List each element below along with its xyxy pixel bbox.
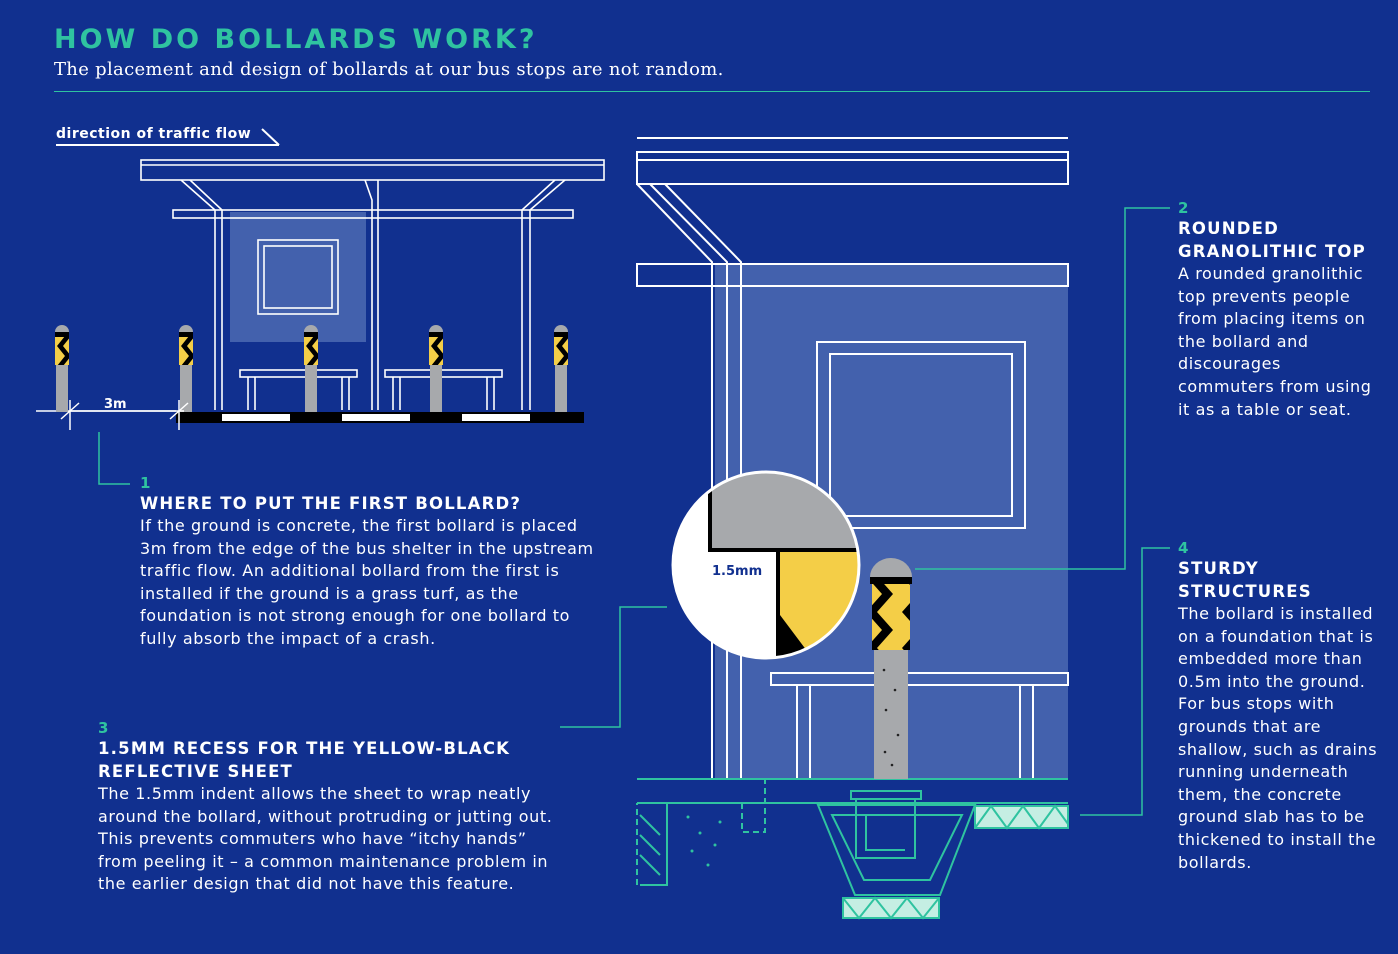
note-heading: 1.5MM RECESS FOR THE YELLOW-BLACK REFLEC…: [98, 739, 511, 781]
note-body: The 1.5mm indent allows the sheet to wra…: [98, 784, 553, 894]
foundation: [636, 778, 1069, 920]
note-body: The bollard is installed on a foundation…: [1178, 604, 1378, 872]
note-rounded-top: 2 ROUNDED GRANOLITHIC TOP A rounded gran…: [1178, 199, 1378, 421]
page-subtitle: The placement and design of bollards at …: [54, 59, 724, 80]
small-bollards: [55, 325, 568, 412]
note-number: 1: [140, 474, 151, 492]
note-number: 3: [98, 719, 109, 737]
leader-note-3: [560, 606, 667, 728]
page-title: HOW DO BOLLARDS WORK?: [54, 24, 538, 55]
traffic-direction-label: direction of traffic flow: [56, 126, 252, 142]
small-bollard-2: [179, 325, 193, 412]
leader-note-4: [1080, 547, 1170, 816]
note-number: 4: [1178, 539, 1189, 557]
title-divider: [54, 91, 1370, 92]
small-bollard-5: [554, 325, 568, 412]
note-body: A rounded granolithic top prevents peopl…: [1178, 264, 1372, 419]
bus-shelter-closeup: [636, 137, 1069, 779]
leader-note-1: [98, 432, 130, 485]
small-bollard-3: [304, 325, 318, 412]
note-body: If the ground is concrete, the first bol…: [140, 516, 594, 648]
note-recess: 3 1.5MM RECESS FOR THE YELLOW-BLACK REFL…: [98, 719, 568, 896]
bus-shelter-small: [140, 159, 605, 410]
note-number: 2: [1178, 199, 1189, 217]
small-bollard-4: [429, 325, 443, 412]
note-heading: STURDY STRUCTURES: [1178, 559, 1312, 601]
note-heading: WHERE TO PUT THE FIRST BOLLARD?: [140, 494, 522, 513]
large-bollard: [870, 558, 912, 779]
traffic-arrow: [56, 128, 280, 146]
foundation-speckles: [686, 815, 722, 867]
note-sturdy-structures: 4 STURDY STRUCTURES The bollard is insta…: [1178, 539, 1378, 874]
kerb-stripes: [36, 410, 584, 423]
note-first-bollard: 1 WHERE TO PUT THE FIRST BOLLARD? If the…: [140, 474, 610, 651]
note-heading: ROUNDED GRANOLITHIC TOP: [1178, 219, 1366, 261]
recess-label: 1.5mm: [712, 564, 762, 579]
distance-dimension: [60, 400, 189, 430]
distance-label: 3m: [104, 397, 127, 412]
leader-note-2: [915, 207, 1170, 570]
small-bollard-1: [55, 325, 69, 412]
